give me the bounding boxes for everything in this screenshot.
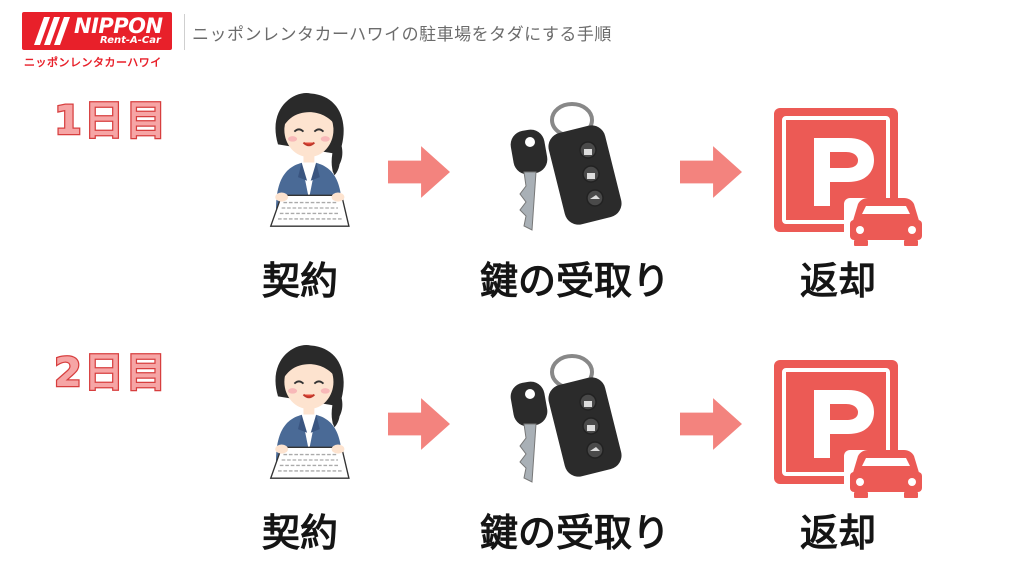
logo-caption: ニッポンレンタカーハワイ <box>24 56 162 69</box>
logo-red-box: NIPPON Rent-A-Car <box>22 12 172 50</box>
car-keys-icon <box>498 350 638 494</box>
arrow-right-icon <box>680 146 742 198</box>
woman-signing-contract-icon <box>258 340 358 484</box>
nippon-rentacar-logo: NIPPON Rent-A-Car ニッポンレンタカーハワイ <box>22 12 172 72</box>
step-label: 鍵の受取り <box>479 511 670 555</box>
step-label: 契約 <box>261 511 338 555</box>
step-label: 返却 <box>799 259 876 303</box>
step-label: 契約 <box>261 259 338 303</box>
woman-signing-contract-icon <box>258 88 358 232</box>
logo-sub: Rent-A-Car <box>100 35 161 46</box>
arrow-right-icon <box>388 398 450 450</box>
arrow-right-icon <box>388 146 450 198</box>
logo-word: NIPPON <box>74 14 163 38</box>
day-row-1: 1日目 契約 鍵の受取り 返却 <box>0 88 1024 318</box>
day-label: 1日目 <box>53 97 168 146</box>
car-keys-icon <box>498 98 638 242</box>
step-label: 返却 <box>799 511 876 555</box>
parking-icon <box>770 106 930 250</box>
header-divider <box>184 14 185 50</box>
day-row-2: 2日目 契約 鍵の受取り 返却 <box>0 340 1024 570</box>
step-label: 鍵の受取り <box>479 259 670 303</box>
arrow-right-icon <box>680 398 742 450</box>
parking-icon <box>770 358 930 502</box>
day-label: 2日目 <box>53 349 168 398</box>
page-title: ニッポンレンタカーハワイの駐車場をタダにする手順 <box>192 25 612 45</box>
logo-stripes-icon <box>34 17 70 45</box>
